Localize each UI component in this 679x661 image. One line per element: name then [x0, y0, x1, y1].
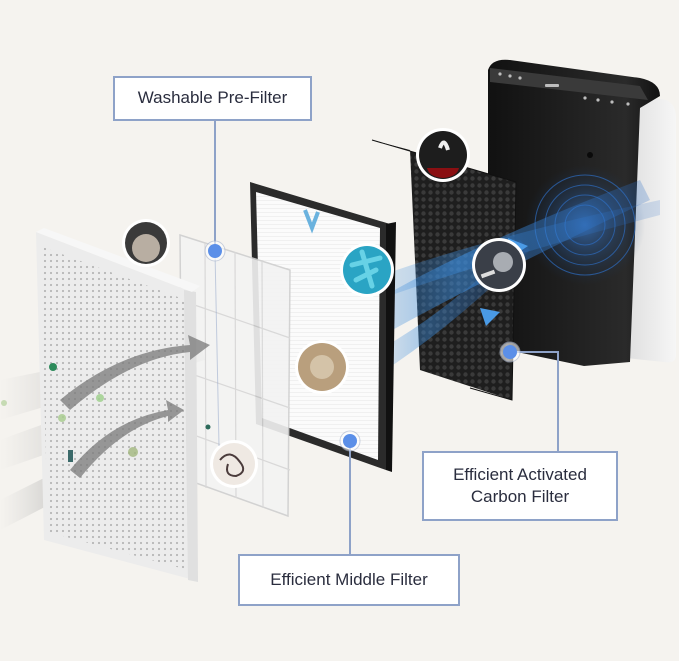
bacteria-icon	[340, 243, 394, 297]
pre-filter-label: Washable Pre-Filter	[113, 76, 312, 121]
odor-icon	[472, 238, 526, 292]
particle-callouts	[122, 128, 526, 488]
particles	[1, 363, 211, 462]
pollen-icon	[295, 340, 349, 394]
carbon-filter-label-line2: Carbon Filter	[470, 487, 570, 506]
carbon-filter-label: Efficient Activated Carbon Filter	[422, 451, 618, 521]
hair-icon	[210, 440, 258, 488]
middle-filter-label: Efficient Middle Filter	[238, 554, 460, 606]
dust-icon	[122, 219, 170, 267]
connectors	[204, 121, 559, 554]
airflow-arrows	[60, 335, 210, 478]
pre-filter-panel	[179, 233, 291, 518]
pre-filter-label-text: Washable Pre-Filter	[137, 88, 288, 108]
smoke-icon	[416, 128, 470, 182]
middle-filter-label-text: Efficient Middle Filter	[270, 569, 428, 589]
front-cover-panel	[36, 228, 200, 582]
carbon-filter-label-line1: Efficient Activated	[453, 464, 587, 484]
